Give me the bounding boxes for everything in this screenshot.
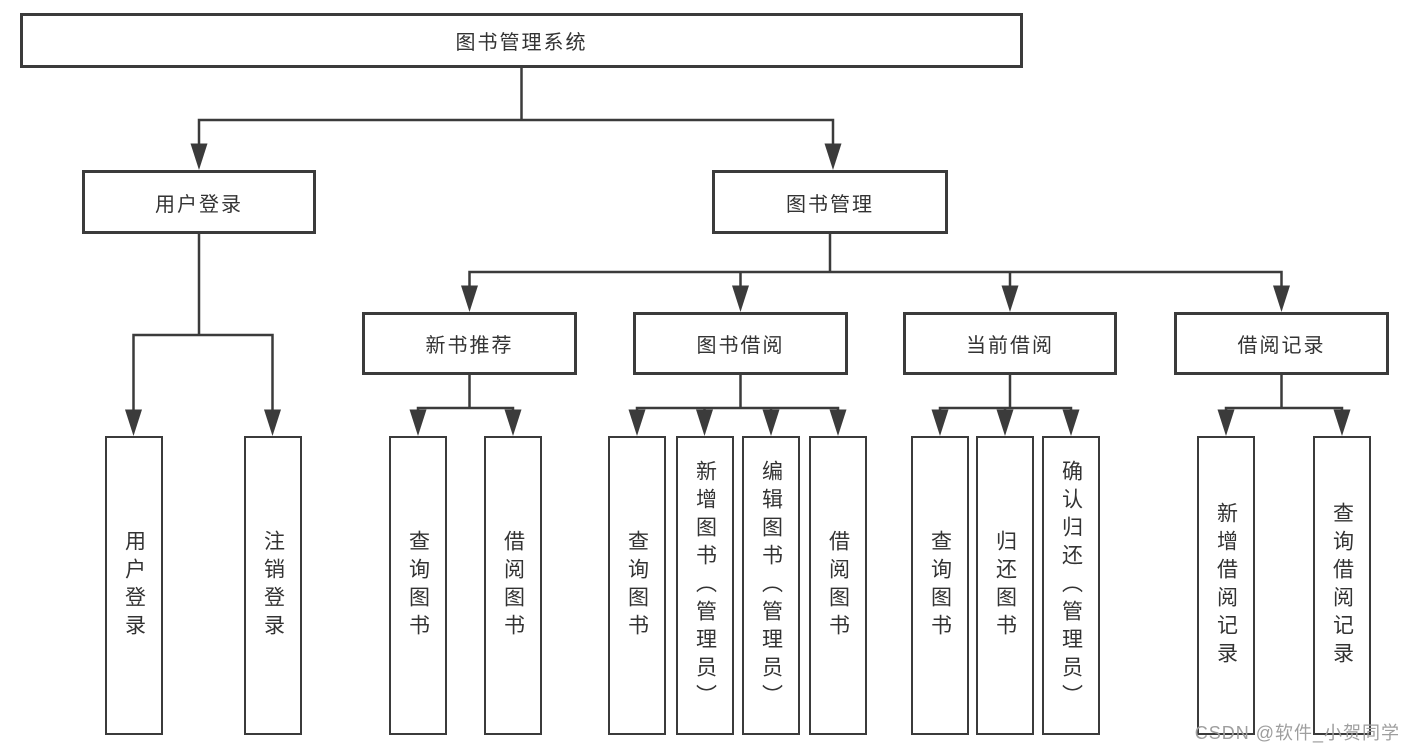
leaf-user-login: 用户登录: [105, 436, 163, 735]
node-new-book-recommend-label: 新书推荐: [425, 335, 514, 357]
leaf-borrow-books-recommend: 借阅图书: [484, 436, 542, 735]
watermark: CSDN @软件_小贺同学: [1194, 723, 1400, 743]
leaf-query-books-current: 查询图书: [911, 436, 969, 735]
leaf-query-books-recommend-label: 查询图书: [406, 529, 430, 642]
leaf-return-books: 归还图书: [976, 436, 1034, 735]
node-root-label: 图书管理系统: [455, 32, 588, 54]
leaf-add-borrow-record: 新增借阅记录: [1197, 436, 1255, 735]
leaf-query-books-recommend: 查询图书: [389, 436, 447, 735]
leaf-add-borrow-record-label: 新增借阅记录: [1214, 501, 1238, 670]
node-root: 图书管理系统: [20, 13, 1023, 68]
leaf-user-login-label: 用户登录: [122, 529, 146, 642]
node-current-borrow-label: 当前借阅: [966, 335, 1054, 357]
node-book-management-label: 图书管理: [786, 193, 874, 216]
leaf-return-books-label: 归还图书: [993, 529, 1017, 642]
node-new-book-recommend: 新书推荐: [362, 312, 577, 375]
leaf-logout: 注销登录: [244, 436, 302, 735]
leaf-logout-label: 注销登录: [261, 529, 285, 642]
leaf-add-book-admin: 新增图书（管理员）: [676, 436, 734, 735]
leaf-query-borrow-record: 查询借阅记录: [1313, 436, 1371, 735]
leaf-edit-book-admin: 编辑图书（管理员）: [742, 436, 800, 735]
node-current-borrow: 当前借阅: [903, 312, 1117, 375]
leaf-borrow-books-label: 借阅图书: [826, 529, 850, 642]
leaf-query-borrow-record-label: 查询借阅记录: [1330, 501, 1354, 670]
node-book-borrow-label: 图书借阅: [696, 335, 785, 357]
node-borrow-records-label: 借阅记录: [1237, 335, 1326, 357]
leaf-query-books-borrow-label: 查询图书: [625, 529, 649, 642]
node-book-borrow: 图书借阅: [633, 312, 848, 375]
leaf-confirm-return-admin: 确认归还（管理员）: [1042, 436, 1100, 735]
leaf-confirm-return-admin-label: 确认归还（管理员）: [1059, 459, 1083, 712]
node-user-login-label: 用户登录: [155, 193, 243, 216]
leaf-add-book-admin-label: 新增图书（管理员）: [693, 459, 717, 712]
leaf-query-books-current-label: 查询图书: [928, 529, 952, 642]
leaf-edit-book-admin-label: 编辑图书（管理员）: [759, 459, 783, 712]
leaf-borrow-books-recommend-label: 借阅图书: [501, 529, 525, 642]
leaf-query-books-borrow: 查询图书: [608, 436, 666, 735]
node-user-login: 用户登录: [82, 170, 316, 234]
leaf-borrow-books: 借阅图书: [809, 436, 867, 735]
node-book-management: 图书管理: [712, 170, 948, 234]
node-borrow-records: 借阅记录: [1174, 312, 1389, 375]
